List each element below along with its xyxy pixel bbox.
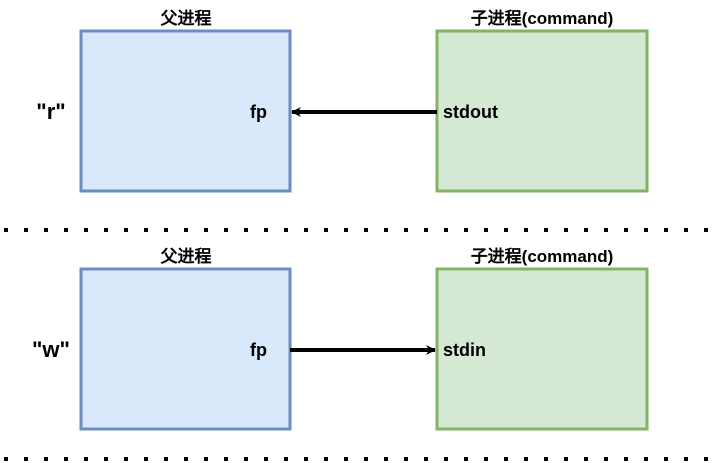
parent-process-title: 父进程 <box>160 9 212 28</box>
parent-process-title: 父进程 <box>160 247 212 266</box>
read-mode-panel: "r" 父进程 fp 子进程(command) stdout <box>36 9 649 193</box>
parent-process-box <box>79 267 292 431</box>
parent-process-box <box>79 29 292 193</box>
child-process-title: 子进程(command) <box>471 9 614 28</box>
write-mode-panel: "w" 父进程 fp 子进程(command) stdin <box>32 247 649 431</box>
child-process-box <box>435 267 649 431</box>
child-process-box <box>435 29 649 193</box>
child-process-title: 子进程(command) <box>471 247 614 266</box>
child-stdin-label: stdin <box>443 340 486 360</box>
parent-fp-label: fp <box>250 340 267 360</box>
parent-fp-label: fp <box>250 102 267 122</box>
child-stdout-label: stdout <box>443 102 498 122</box>
write-mode-label: "w" <box>32 337 70 362</box>
read-mode-label: "r" <box>36 99 65 124</box>
